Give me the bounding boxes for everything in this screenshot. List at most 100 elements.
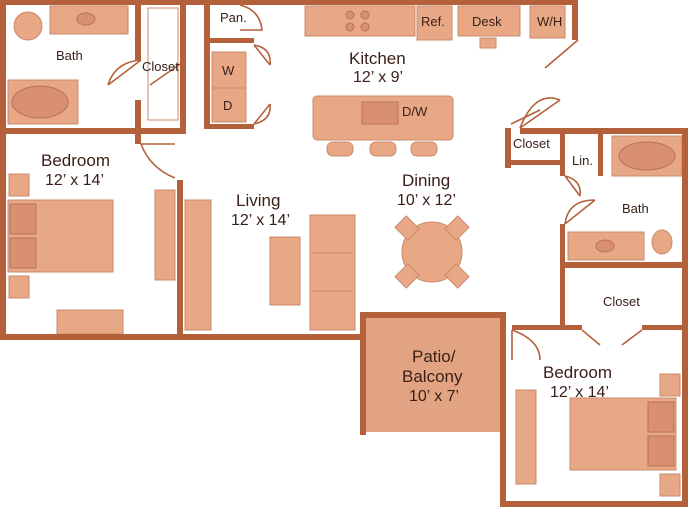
label-linen: Lin. bbox=[572, 153, 593, 168]
label-desk: Desk bbox=[472, 14, 502, 29]
door-closet-3-b bbox=[621, 329, 643, 346]
wall bbox=[204, 0, 210, 128]
wall bbox=[598, 134, 603, 176]
label-bath-1: Bath bbox=[56, 48, 83, 63]
wall bbox=[180, 0, 186, 134]
desk-1 bbox=[56, 309, 124, 335]
bed-1-pillow-b bbox=[9, 237, 37, 269]
label-water-heater: W/H bbox=[537, 14, 562, 29]
bar-stool-3 bbox=[410, 141, 438, 157]
door-bath-1 bbox=[107, 59, 142, 86]
door-bedroom-2 bbox=[511, 329, 541, 361]
wall bbox=[360, 312, 506, 318]
label-living-size: 12’ x 14’ bbox=[231, 212, 290, 229]
bar-stool-1 bbox=[326, 141, 354, 157]
patio-floor bbox=[364, 317, 504, 432]
desk-chair bbox=[479, 37, 497, 49]
label-pantry: Pan. bbox=[220, 10, 247, 25]
toilet-2 bbox=[651, 229, 673, 255]
burner-4 bbox=[360, 22, 370, 32]
coffee-table bbox=[269, 236, 301, 306]
water-heater-box bbox=[529, 5, 566, 39]
nightstand-2a bbox=[659, 373, 681, 397]
wall bbox=[360, 315, 366, 435]
closet-1-shelf bbox=[147, 7, 179, 121]
wall bbox=[0, 0, 6, 340]
burner-2 bbox=[360, 10, 370, 20]
wall bbox=[135, 100, 141, 134]
bathtub-basin-2 bbox=[618, 141, 676, 171]
wall bbox=[135, 134, 141, 144]
dining-chair-1 bbox=[394, 215, 420, 241]
label-kitchen-name: Kitchen bbox=[349, 49, 406, 68]
label-kitchen-size: 12’ x 9’ bbox=[353, 69, 403, 86]
door-closet-3-a bbox=[581, 329, 601, 346]
door-laundry-a bbox=[253, 44, 271, 66]
label-dryer: D bbox=[223, 98, 232, 113]
label-bedroom-1-name: Bedroom bbox=[41, 151, 110, 170]
dresser-1 bbox=[154, 189, 176, 281]
wall bbox=[560, 224, 565, 268]
label-bedroom-2-name: Bedroom bbox=[543, 363, 612, 382]
label-washer: W bbox=[222, 63, 235, 78]
bed-2-pillow-a bbox=[647, 401, 675, 433]
wall bbox=[135, 128, 186, 134]
sink-2 bbox=[595, 239, 615, 253]
stove bbox=[304, 5, 416, 37]
desk-box bbox=[457, 5, 521, 37]
wall bbox=[204, 38, 254, 43]
entertainment-unit bbox=[184, 199, 212, 331]
wall bbox=[500, 501, 688, 507]
label-bedroom-1-size: 12’ x 14’ bbox=[45, 172, 104, 189]
label-dishwasher: D/W bbox=[402, 104, 428, 119]
label-patio-size: 10’ x 7’ bbox=[409, 388, 459, 405]
burner-1 bbox=[345, 10, 355, 20]
door-closet-1 bbox=[149, 59, 187, 86]
vanity-2 bbox=[567, 231, 645, 261]
nightstand-1b bbox=[8, 275, 30, 299]
wall bbox=[204, 124, 254, 129]
wall bbox=[560, 262, 688, 268]
label-bedroom-2-size: 12’ x 14’ bbox=[550, 384, 609, 401]
wall bbox=[505, 128, 511, 168]
door-linen bbox=[564, 175, 582, 197]
wall bbox=[520, 128, 688, 134]
door-bedroom-1 bbox=[140, 143, 176, 179]
bed-2-pillow-b bbox=[647, 435, 675, 467]
wall bbox=[560, 268, 565, 328]
label-closet-3: Closet bbox=[603, 294, 640, 309]
wall bbox=[177, 180, 183, 340]
label-patio-line-2: Balcony bbox=[402, 367, 463, 386]
dryer-box bbox=[211, 87, 247, 123]
bathtub-basin-1 bbox=[11, 85, 69, 119]
dining-chair-2 bbox=[444, 215, 470, 241]
burner-3 bbox=[345, 22, 355, 32]
wall bbox=[682, 128, 688, 507]
dining-chair-3 bbox=[394, 263, 420, 289]
nightstand-1a bbox=[8, 173, 30, 197]
door-entry bbox=[519, 97, 561, 129]
wall bbox=[0, 0, 208, 5]
wall bbox=[208, 0, 578, 5]
label-living-name: Living bbox=[236, 191, 280, 210]
nightstand-2b bbox=[659, 473, 681, 497]
bar-stool-2 bbox=[369, 141, 397, 157]
label-patio-line-1: Patio/ bbox=[412, 347, 456, 366]
refrigerator-box bbox=[416, 5, 453, 41]
door-pantry bbox=[239, 4, 263, 31]
wall bbox=[505, 160, 565, 165]
door-laundry-b bbox=[253, 103, 271, 125]
wall bbox=[642, 325, 688, 330]
label-closet-1: Closet bbox=[142, 59, 179, 74]
wall bbox=[0, 128, 135, 134]
label-closet-2: Closet bbox=[513, 136, 550, 151]
dining-table bbox=[401, 221, 463, 283]
sink-1 bbox=[76, 12, 96, 26]
bed-1-pillow-a bbox=[9, 203, 37, 235]
door-bath-2 bbox=[564, 199, 596, 225]
toilet-1 bbox=[13, 11, 43, 41]
dresser-2 bbox=[515, 389, 537, 485]
wall bbox=[500, 312, 506, 507]
sofa bbox=[309, 214, 356, 331]
